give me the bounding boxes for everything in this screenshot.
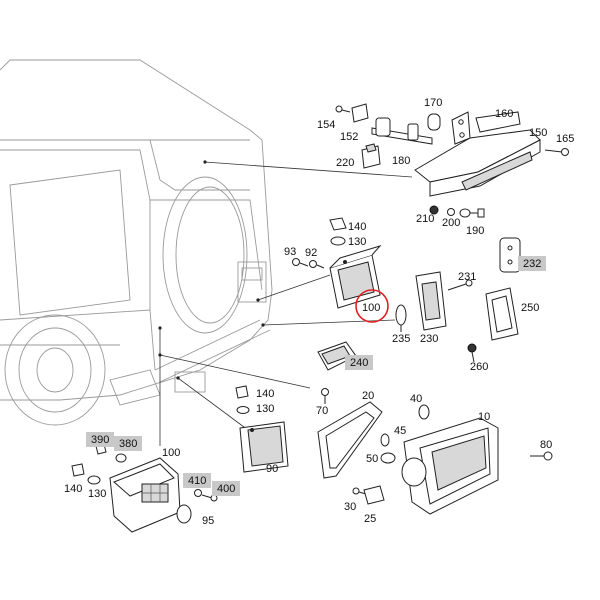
label-93: 93 — [284, 246, 296, 258]
box-410 — [183, 473, 211, 488]
label-20: 20 — [362, 390, 374, 402]
part-235-bulb — [395, 304, 407, 332]
label-90: 90 — [266, 463, 278, 475]
label-190: 190 — [466, 225, 484, 237]
part-labels: 170 160 154 152 180 150 165 220 210 200 … — [64, 97, 574, 527]
label-235: 235 — [392, 333, 410, 345]
part-260-screw — [467, 343, 477, 363]
label-40: 40 — [410, 393, 422, 405]
label-152: 152 — [340, 131, 358, 143]
label-400: 400 — [217, 483, 235, 495]
label-410: 410 — [188, 475, 206, 487]
box-232 — [518, 256, 546, 271]
part-230-lens — [415, 271, 473, 331]
label-50: 50 — [366, 453, 378, 465]
label-150: 150 — [529, 127, 547, 139]
label-210: 210 — [416, 213, 434, 225]
part-90-lamp — [235, 385, 289, 473]
part-80-screw — [530, 451, 553, 461]
box-390 — [86, 432, 114, 447]
label-92: 92 — [305, 247, 317, 259]
label-70: 70 — [316, 405, 328, 417]
label-130-mid: 130 — [256, 403, 274, 415]
label-95: 95 — [202, 515, 214, 527]
label-130-left: 130 — [88, 488, 106, 500]
label-130-top: 130 — [348, 236, 366, 248]
label-231: 231 — [458, 271, 476, 283]
box-380 — [114, 436, 142, 451]
label-240: 240 — [350, 357, 368, 369]
label-25: 25 — [364, 513, 376, 525]
part-140-130-bottom — [71, 463, 101, 485]
label-250: 250 — [521, 302, 539, 314]
label-140-top: 140 — [348, 221, 366, 233]
lamp-grid — [141, 483, 169, 503]
part-30-25-sockets — [352, 485, 385, 505]
label-390: 390 — [91, 434, 109, 446]
label-160: 160 — [495, 108, 513, 120]
part-410-400-95 — [176, 489, 218, 524]
part-140-130-top — [329, 217, 347, 246]
label-100-left: 100 — [162, 447, 180, 459]
highlight-ring — [355, 289, 389, 323]
part-100-left-lamp — [109, 457, 181, 533]
part-250-housing — [485, 287, 519, 341]
label-180: 180 — [392, 155, 410, 167]
label-200: 200 — [442, 217, 460, 229]
part-93-92-screws — [292, 258, 325, 269]
label-30: 30 — [344, 501, 356, 513]
part-20-gasket — [317, 401, 383, 479]
label-260: 260 — [470, 361, 488, 373]
label-80: 80 — [540, 439, 552, 451]
label-380: 380 — [119, 438, 137, 450]
label-45: 45 — [394, 425, 406, 437]
part-40-45-50-bulbs — [380, 404, 430, 464]
label-140-left: 140 — [64, 483, 82, 495]
vehicle-outline — [0, 59, 273, 426]
label-232: 232 — [523, 258, 541, 270]
plate-lamp-bracket — [335, 103, 569, 218]
box-400 — [212, 481, 240, 496]
label-170: 170 — [424, 97, 442, 109]
label-165: 165 — [556, 133, 574, 145]
part-70-screw — [321, 388, 329, 404]
part-232-bracket — [499, 237, 521, 273]
label-230: 230 — [420, 333, 438, 345]
part-10-tail-lamp — [401, 417, 499, 515]
label-10: 10 — [478, 411, 490, 423]
leader-lines — [158, 160, 413, 446]
label-220: 220 — [336, 157, 354, 169]
label-100-highlighted: 100 — [362, 302, 380, 314]
label-140-mid: 140 — [256, 388, 274, 400]
box-240 — [345, 355, 373, 370]
label-154: 154 — [317, 119, 335, 131]
boxed-labels — [86, 256, 546, 496]
part-100-lamp — [329, 245, 382, 309]
